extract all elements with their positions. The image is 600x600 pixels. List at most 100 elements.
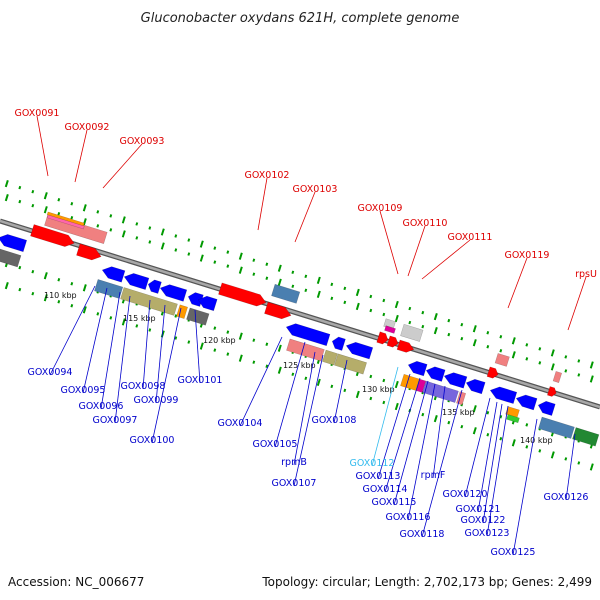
forward-gene-arrow xyxy=(547,386,557,397)
guide-dot xyxy=(525,423,529,427)
guide-dot xyxy=(421,324,425,329)
reverse-gene-arrow xyxy=(489,386,518,404)
guide-dot xyxy=(472,325,477,333)
label-leader-line xyxy=(293,351,316,466)
forward-gene-arrow xyxy=(376,331,389,345)
guide-dot xyxy=(525,445,529,449)
gene-feature-block xyxy=(572,427,600,447)
gene-feature-block xyxy=(120,287,178,316)
guide-dot xyxy=(369,294,373,299)
guide-dot xyxy=(355,288,360,297)
guide-dot xyxy=(31,203,35,208)
gene-label: GOX0092 xyxy=(65,122,110,133)
label-leader-line xyxy=(102,143,143,189)
guide-dot xyxy=(511,351,516,359)
guide-dot xyxy=(226,330,230,334)
guide-dot xyxy=(265,276,269,280)
reverse-gene-arrow xyxy=(425,366,446,382)
guide-dot xyxy=(433,312,438,321)
guide-dot xyxy=(213,246,217,250)
gene-feature-block xyxy=(334,353,367,375)
guide-dot xyxy=(291,372,295,377)
gene-label: GOX0096 xyxy=(79,401,124,412)
guide-dot xyxy=(43,192,48,200)
gene-label: GOX0125 xyxy=(491,547,536,558)
gene-feature-block xyxy=(494,353,510,367)
gene-feature-block xyxy=(0,248,22,268)
gene-feature-block xyxy=(400,323,424,342)
gene-feature-block xyxy=(552,371,563,384)
guide-dot xyxy=(460,424,464,429)
guide-dot xyxy=(238,332,243,340)
label-leader-line xyxy=(512,418,538,556)
guide-dot xyxy=(486,345,490,349)
guide-dot xyxy=(96,210,100,214)
guide-dot xyxy=(550,349,555,357)
guide-dot xyxy=(187,238,191,242)
label-leader-line xyxy=(565,433,576,501)
guide-dot xyxy=(238,252,243,260)
gene-label: GOX0101 xyxy=(178,375,223,386)
guide-dot xyxy=(4,179,9,188)
guide-dot xyxy=(265,262,269,266)
reverse-gene-arrow xyxy=(147,279,162,294)
reverse-gene-arrow xyxy=(465,378,486,395)
gene-label: GOX0118 xyxy=(400,529,445,540)
guide-dot xyxy=(382,378,386,383)
guide-dot xyxy=(499,437,503,441)
guide-dot xyxy=(564,457,568,461)
guide-dot xyxy=(564,355,568,359)
guide-dot xyxy=(148,328,152,332)
guide-dot xyxy=(238,354,243,362)
gene-label: GOX0111 xyxy=(448,232,493,243)
gene-label: GOX0091 xyxy=(15,108,60,119)
scale-tick-label: 115 kbp xyxy=(123,314,156,323)
gene-label: GOX0097 xyxy=(93,415,138,426)
guide-dot xyxy=(589,463,594,471)
gene-label: GOX0094 xyxy=(28,367,73,378)
guide-dot xyxy=(330,384,334,389)
guide-dot xyxy=(408,320,412,325)
guide-dot xyxy=(18,199,22,204)
guide-dot xyxy=(135,222,139,226)
label-leader-line xyxy=(194,309,201,384)
reverse-gene-arrow xyxy=(285,323,331,347)
gene-label: GOX0098 xyxy=(121,381,166,392)
gene-label: GOX0105 xyxy=(253,439,298,450)
guide-dot xyxy=(550,451,555,459)
reverse-gene-arrow xyxy=(515,394,538,411)
guide-dot xyxy=(304,274,308,279)
label-leader-line xyxy=(36,115,49,177)
guide-dot xyxy=(82,204,87,212)
label-leader-line xyxy=(393,380,429,506)
guide-dot xyxy=(199,342,204,350)
guide-dot xyxy=(96,312,100,316)
guide-dot xyxy=(57,300,61,304)
guide-dot xyxy=(70,202,74,206)
guide-dot xyxy=(343,388,347,393)
guide-dot xyxy=(43,206,48,214)
reverse-gene-arrow xyxy=(159,284,188,302)
guide-dot xyxy=(199,240,204,248)
guide-dot xyxy=(43,294,48,302)
guide-dot xyxy=(135,236,139,240)
guide-dot xyxy=(57,212,61,216)
gene-label: GOX0093 xyxy=(120,136,165,147)
label-leader-line xyxy=(293,354,324,487)
guide-dot xyxy=(460,322,464,327)
reverse-gene-arrow xyxy=(123,273,150,290)
scale-tick-label: 135 kbp xyxy=(442,408,475,417)
guide-dot xyxy=(96,224,100,228)
gene-label: GOX0108 xyxy=(312,415,357,426)
guide-dot xyxy=(433,414,438,423)
guide-dot xyxy=(421,412,425,417)
guide-dot xyxy=(70,216,74,220)
topology-text: Topology: circular; Length: 2,702,173 bp… xyxy=(261,575,592,589)
gene-label: GOX0104 xyxy=(218,418,263,429)
guide-dot xyxy=(382,400,386,405)
guide-dot xyxy=(394,380,399,389)
gene-label: rpmF xyxy=(421,470,446,481)
guide-dot xyxy=(82,306,87,314)
gene-label: GOX0112 xyxy=(350,458,395,469)
